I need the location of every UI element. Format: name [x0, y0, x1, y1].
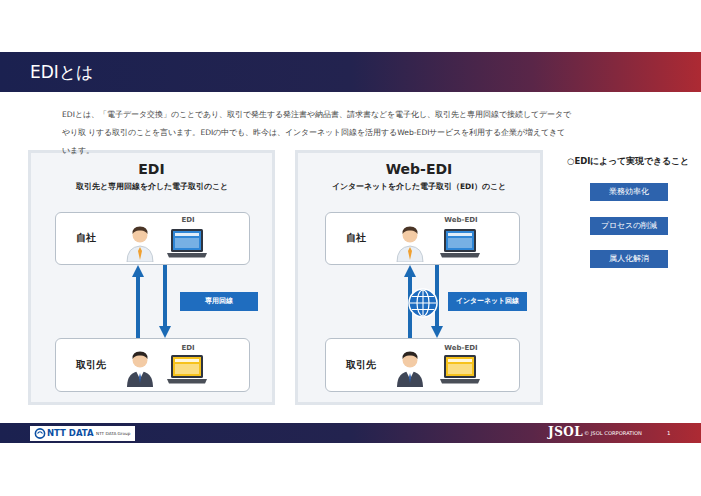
system-label: EDI — [158, 216, 218, 225]
edi-panel: EDI 取引先と専用回線を介した電子取引のこと自社 EDI 専用回線取引先 EDI — [28, 150, 275, 405]
system-label: Web-EDI — [431, 344, 491, 353]
box-label: 自社 — [76, 231, 96, 245]
laptop-icon — [167, 229, 207, 258]
logo-ring — [35, 429, 44, 438]
logo-text: NTT DATA — [47, 428, 94, 439]
benefit-label: 属人化解消 — [590, 250, 668, 268]
laptop-icon — [440, 229, 480, 258]
copyright: © JSOL CORPORATION — [584, 430, 642, 437]
flow-arrow — [435, 265, 439, 327]
benefit-box: 業務効率化 — [590, 183, 668, 201]
company-box: 自社 EDI — [55, 212, 250, 265]
panel-heading: EDI — [31, 161, 272, 178]
panel-subtitle: インターネットを介した電子取引（EDI）のこと — [298, 182, 540, 192]
box-label: 取引先 — [346, 358, 376, 372]
panel-subtitle: 取引先と専用回線を介した電子取引のこと — [31, 182, 272, 192]
company-box: 自社 Web-EDI — [325, 212, 520, 265]
logo-subtext: NTT DATA Group — [96, 431, 130, 437]
globe-icon — [409, 289, 437, 317]
web-edi-panel: Web-EDI インターネットを介した電子取引（EDI）のこと自社 Web-EDI イ… — [295, 150, 543, 405]
benefit-label: 業務効率化 — [590, 183, 668, 201]
flow-arrow — [163, 265, 167, 327]
header-band — [0, 52, 701, 92]
line-tag: 専用回線 — [180, 292, 258, 311]
laptop-icon — [440, 355, 480, 384]
company-logo: JSOL — [548, 425, 583, 440]
flow-arrow — [408, 276, 412, 338]
benefit-box: 属人化解消 — [590, 250, 668, 268]
box-label: 取引先 — [76, 358, 106, 372]
benefit-label: プロセスの削減 — [590, 217, 668, 235]
flow-arrow — [136, 276, 140, 338]
page-number: 1 — [667, 430, 671, 437]
benefit-heading: ○EDIによって実現できること — [567, 155, 689, 167]
laptop-icon — [167, 355, 207, 384]
panel-heading: Web-EDI — [298, 161, 540, 178]
logo-arc — [38, 432, 43, 434]
box-label: 自社 — [346, 231, 366, 245]
benefit-box: プロセスの削減 — [590, 217, 668, 235]
system-label: EDI — [158, 344, 218, 353]
partner-box: 取引先 Web-EDI — [325, 338, 520, 392]
footer-band — [0, 423, 701, 443]
person-icon — [397, 352, 423, 388]
person-icon — [127, 352, 153, 388]
tag-label: インターネット回線 — [448, 292, 527, 311]
partner-box: 取引先 EDI — [55, 338, 250, 392]
line-tag: インターネット回線 — [448, 292, 527, 311]
person-icon — [397, 227, 423, 263]
slide-title: EDIとは — [30, 62, 93, 82]
person-icon — [127, 227, 153, 263]
logo-plate — [30, 426, 135, 441]
system-label: Web-EDI — [431, 216, 491, 225]
globe-meridian — [417, 290, 429, 316]
tag-label: 専用回線 — [180, 292, 258, 311]
globe-grid — [410, 290, 436, 316]
